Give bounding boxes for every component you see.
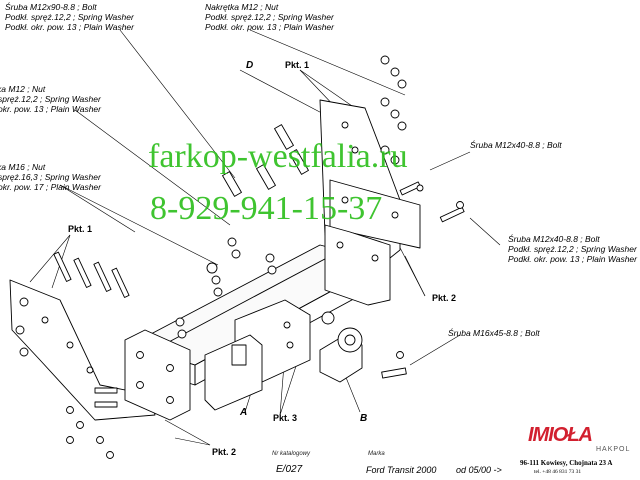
tow-ball bbox=[319, 311, 363, 383]
left-flange bbox=[124, 329, 191, 421]
label-bolt-m12x90: Śruba M12x90-8.8 ; Bolt Podkł. spręż.12,… bbox=[5, 2, 134, 32]
nuts-and-washers bbox=[15, 55, 464, 459]
label-nut-m12-left: Nakrętka M12 ; Nut Podkł. spręż.12,2 ; S… bbox=[0, 84, 101, 114]
company-logo-sub: HAKPOL bbox=[596, 446, 631, 453]
label-nut-m12-top: Nakrętka M12 ; Nut Podkł. spręż.12,2 ; S… bbox=[205, 2, 334, 32]
company-address: 96-111 Kowiesy, Chojnata 23 A bbox=[520, 459, 613, 467]
vehicle-model: Ford Transit 2000 bbox=[366, 465, 437, 475]
company-phone: tel. +48 46 831 73 31 bbox=[534, 469, 582, 475]
center-bracket bbox=[204, 299, 311, 411]
bolts bbox=[53, 124, 465, 408]
company-logo: IMIOŁA bbox=[528, 424, 593, 446]
label-bolt-m16x45: Śruba M16x45-8.8 ; Bolt bbox=[448, 328, 540, 338]
left-side-plate bbox=[9, 279, 156, 421]
point-label-pkt3: Pkt. 3 bbox=[273, 413, 298, 423]
point-label-pkt2-bottom: Pkt. 2 bbox=[212, 447, 237, 457]
catalog-number: E/027 bbox=[276, 464, 303, 475]
catalog-number-label: Nr katalogowy bbox=[272, 451, 311, 457]
watermark-site: farkop-westfalia.ru bbox=[148, 138, 408, 175]
point-label-pkt1-left: Pkt. 1 bbox=[68, 224, 93, 234]
marker-b: B bbox=[360, 413, 368, 424]
right-flange bbox=[324, 224, 391, 306]
label-nut-m16-left: Nakrętka M16 ; Nut Podkł. spręż.16,3 ; S… bbox=[0, 162, 101, 192]
label-bolt-m12x40-a: Śruba M12x40-8.8 ; Bolt bbox=[470, 140, 562, 150]
brand-label: Marka bbox=[368, 451, 385, 457]
point-label-pkt2-right: Pkt. 2 bbox=[432, 293, 457, 303]
watermark-phone: 8-929-941-15-37 bbox=[150, 190, 383, 227]
leader-lines bbox=[29, 29, 501, 446]
label-bolt-m12x40-b: Śruba M12x40-8.8 ; Bolt Podkł. spręż.12,… bbox=[508, 234, 637, 264]
marker-d: D bbox=[246, 60, 254, 71]
production-from: od 05/00 -> bbox=[456, 465, 502, 475]
marker-a: A bbox=[240, 407, 248, 418]
point-label-pkt1-top: Pkt. 1 bbox=[285, 60, 310, 70]
